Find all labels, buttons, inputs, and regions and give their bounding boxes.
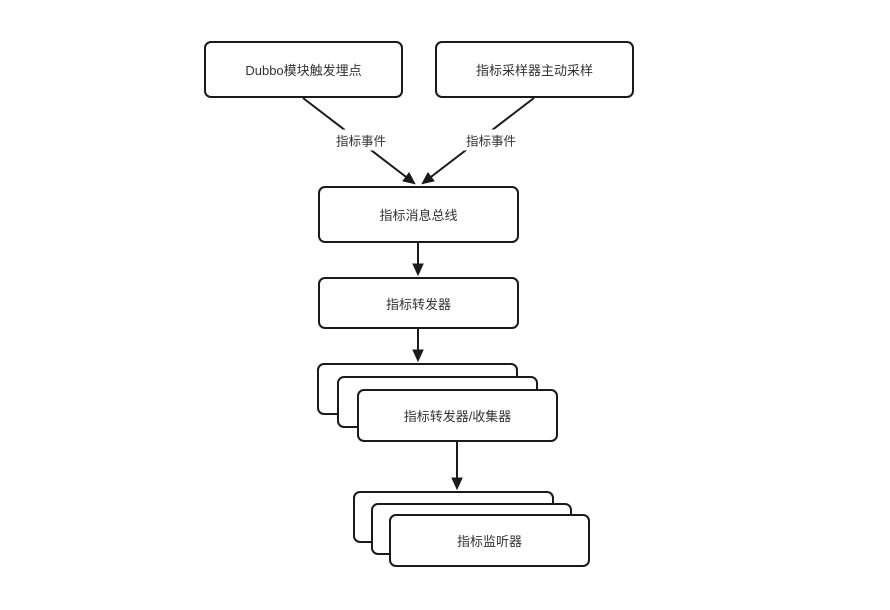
node-metric-forwarder: 指标转发器 [318,277,519,329]
node-sampler-label: 指标采样器主动采样 [475,63,593,78]
node-forwarder-label: 指标转发器 [385,296,451,312]
node-bus-label: 指标消息总线 [379,208,458,223]
node-dubbo-module: Dubbo模块触发埋点 [204,41,403,98]
node-metric-bus: 指标消息总线 [318,186,519,243]
edge-label-metric-event-right: 指标事件 [462,129,520,151]
edge-label-metric-event-left: 指标事件 [332,129,390,151]
node-dubbo-label: Dubbo模块触发埋点 [245,63,362,78]
node-listener-stack-front: 指标监听器 [389,514,590,567]
node-listener-label: 指标监听器 [456,534,522,549]
node-collector-label: 指标转发器/收集器 [403,409,512,424]
node-collector-stack-front: 指标转发器/收集器 [357,389,558,442]
node-metric-sampler: 指标采样器主动采样 [435,41,634,98]
